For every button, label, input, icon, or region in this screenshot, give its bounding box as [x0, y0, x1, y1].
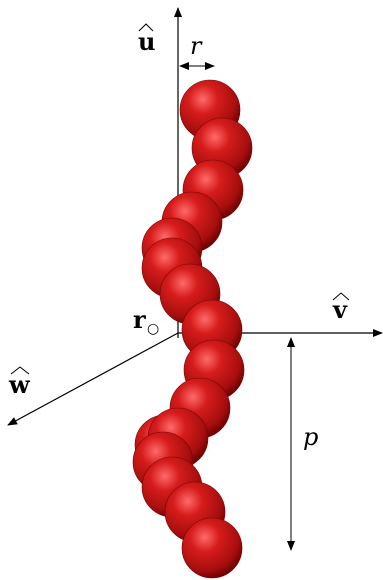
origin-label: r ○: [133, 305, 159, 337]
v-axis-label: v: [332, 292, 350, 324]
svg-text:v: v: [332, 295, 348, 324]
v-hat-icon: [332, 292, 350, 301]
w-axis-label: w: [8, 366, 31, 399]
u-hat-icon: [138, 23, 154, 32]
w-axis-line: [7, 332, 179, 426]
svg-text:u: u: [138, 27, 155, 56]
pitch-label: p: [303, 423, 318, 451]
helix-sphere: [181, 517, 243, 579]
svg-text:w: w: [8, 370, 31, 399]
u-axis-label: u: [138, 23, 155, 56]
svg-text:r: r: [133, 305, 146, 334]
svg-text:○: ○: [147, 321, 159, 337]
radius-label: r: [190, 32, 203, 60]
helix-spheres: [132, 79, 253, 579]
w-hat-icon: [10, 366, 30, 375]
